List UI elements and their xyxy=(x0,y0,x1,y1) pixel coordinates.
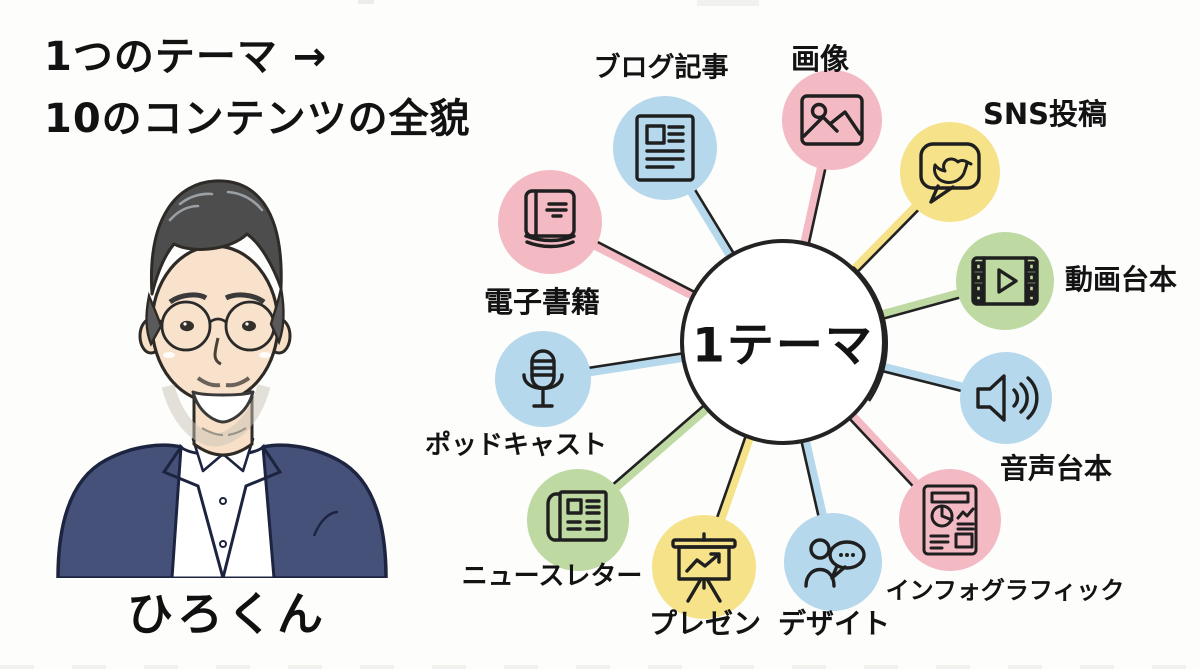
picture-icon xyxy=(800,94,864,146)
bird-speech-bubble-icon xyxy=(919,142,981,204)
person-chat-icon xyxy=(804,538,866,588)
crop-artifact xyxy=(358,0,374,4)
node-sns xyxy=(900,122,1000,222)
crop-artifact xyxy=(697,0,759,6)
node-podcast xyxy=(495,331,591,427)
hair xyxy=(145,179,285,347)
node-ebook xyxy=(498,170,602,274)
node-blog xyxy=(613,96,717,200)
newspaper-icon xyxy=(546,490,608,542)
node-label-image: 画像 xyxy=(790,42,850,76)
person-name: ひろくん xyxy=(127,587,327,641)
portrait-illustration xyxy=(56,179,388,578)
node-label-newsletter: ニュースレター xyxy=(461,561,643,592)
book-icon xyxy=(524,189,576,249)
node-icons xyxy=(522,94,1039,603)
page-title: 1つのテーマ → 10のコンテンツの全貌 xyxy=(44,26,471,150)
chart-document-icon xyxy=(922,484,978,556)
node-label-blog: ブログ記事 xyxy=(593,52,729,84)
node-label-infographic: インフォグラフィック xyxy=(885,576,1125,605)
blog-article-icon xyxy=(635,114,695,182)
node-label-design: デザイト xyxy=(777,607,891,640)
center-node-label: 1テーマ xyxy=(692,318,874,374)
node-label-sns: SNS投稿 xyxy=(982,97,1108,131)
node-label-podcast: ポッドキャスト xyxy=(424,430,608,461)
face xyxy=(150,244,285,447)
title-line-2: 10のコンテンツの全貌 xyxy=(44,96,471,142)
microphone-icon xyxy=(522,349,564,408)
film-strip-play-icon xyxy=(971,256,1039,306)
title-line-1: 1つのテーマ → xyxy=(44,34,328,80)
crop-artifact-row xyxy=(0,665,1200,669)
center-node xyxy=(680,239,888,445)
presentation-board-icon xyxy=(671,532,737,603)
node-label-audio: 音声台本 xyxy=(999,452,1113,485)
node-audio xyxy=(960,352,1052,444)
node-label-video: 動画台本 xyxy=(1064,263,1178,296)
node-video xyxy=(956,232,1054,330)
node-label-ebook: 電子書籍 xyxy=(483,285,601,319)
speaker-sound-icon xyxy=(976,374,1039,422)
node-image xyxy=(782,70,882,170)
jacket xyxy=(56,437,388,578)
node-label-presentation: プレゼン xyxy=(648,607,762,640)
